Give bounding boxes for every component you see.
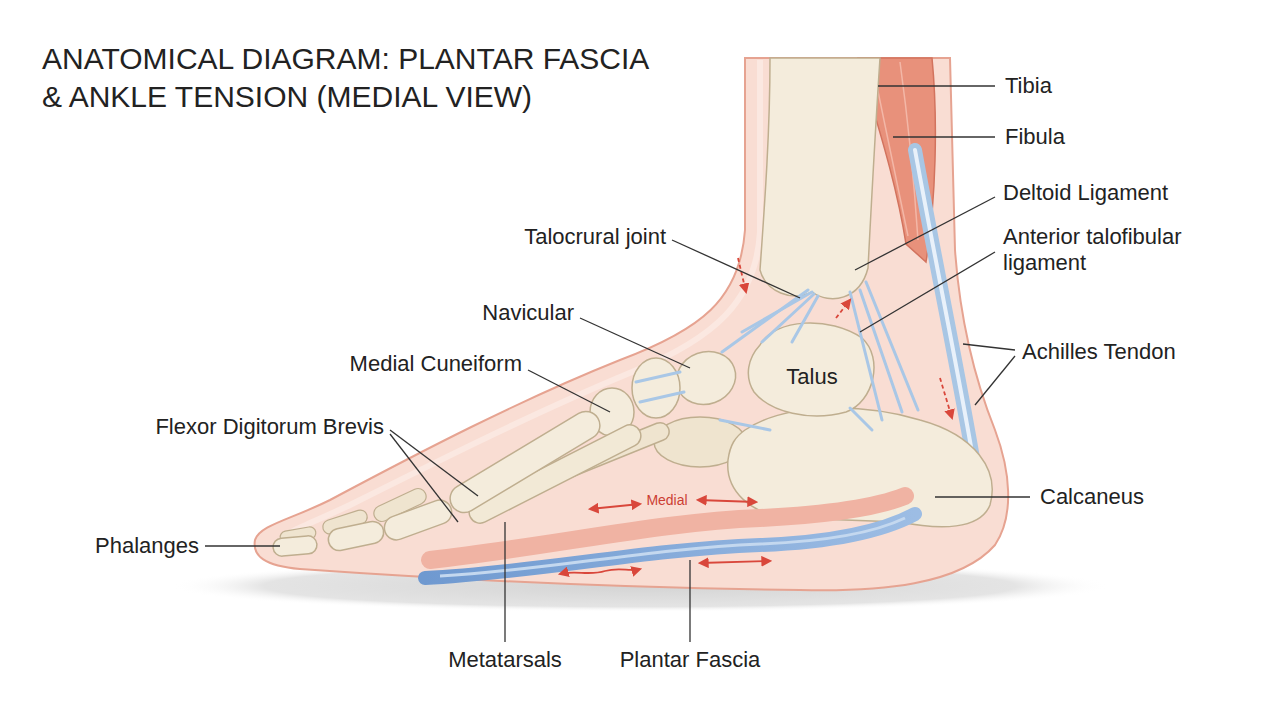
leader-line [975, 356, 1015, 405]
leader-line [893, 136, 995, 137]
tension-arrow [836, 300, 850, 318]
plantar-fascia [425, 514, 915, 578]
tibia-bone [760, 58, 880, 299]
ligament-fibre [722, 290, 808, 352]
part-label: Talus [786, 364, 837, 390]
ligament-fibre [636, 372, 680, 382]
ligament-fibre [640, 392, 684, 402]
tension-arrow [698, 500, 756, 502]
part-label: Tibia [1005, 73, 1052, 99]
part-label: Achilles Tendon [1022, 339, 1176, 365]
skin-highlight [280, 60, 760, 542]
part-label: Flexor Digitorum Brevis [155, 414, 384, 440]
tension-label: Medial [646, 492, 687, 509]
tension-arrow [700, 561, 770, 563]
leader-line [878, 85, 995, 86]
part-label: Talocrural joint [524, 224, 666, 250]
leader-line [580, 318, 690, 368]
leader-line [935, 496, 1030, 497]
leader-line [860, 252, 995, 332]
leader-line [672, 240, 800, 298]
fascia-highlight [440, 518, 905, 576]
leader-line [963, 344, 1015, 350]
part-label: Anterior talofibular ligament [1003, 224, 1253, 277]
leader-line [689, 560, 690, 642]
part-label: Metatarsals [448, 647, 562, 673]
skin-outline [255, 58, 1009, 590]
leader-line [390, 434, 458, 522]
metatarsal-bone [445, 406, 605, 518]
part-label: Plantar Fascia [620, 647, 761, 673]
ligament-fibre [860, 290, 902, 412]
tension-arrow [560, 569, 640, 574]
part-label: Navicular [482, 300, 574, 326]
ligament-fibre [792, 296, 818, 342]
ligament-fibre [866, 282, 918, 410]
ligament-fibre [720, 420, 770, 430]
navicular-bone [669, 343, 743, 412]
leader-line [504, 522, 505, 642]
part-label: Fibula [1005, 124, 1065, 150]
part-label: Calcaneus [1040, 484, 1144, 510]
leader-line [528, 370, 610, 412]
leader-line [855, 197, 995, 270]
part-label: Medial Cuneiform [350, 351, 522, 377]
leader-line [205, 545, 280, 546]
cuneiform-bone [632, 358, 680, 418]
diagram-title: ANATOMICAL DIAGRAM: PLANTAR FASCIA & ANK… [42, 40, 670, 115]
tension-arrow [590, 504, 640, 509]
tension-arrow [940, 378, 952, 418]
part-label: Deltoid Ligament [1003, 180, 1168, 206]
phalanx-bone [326, 519, 385, 552]
part-label: Phalanges [95, 533, 199, 559]
leader-line [390, 430, 478, 496]
tension-arrow [738, 258, 746, 292]
ligament-fibre [850, 408, 872, 430]
